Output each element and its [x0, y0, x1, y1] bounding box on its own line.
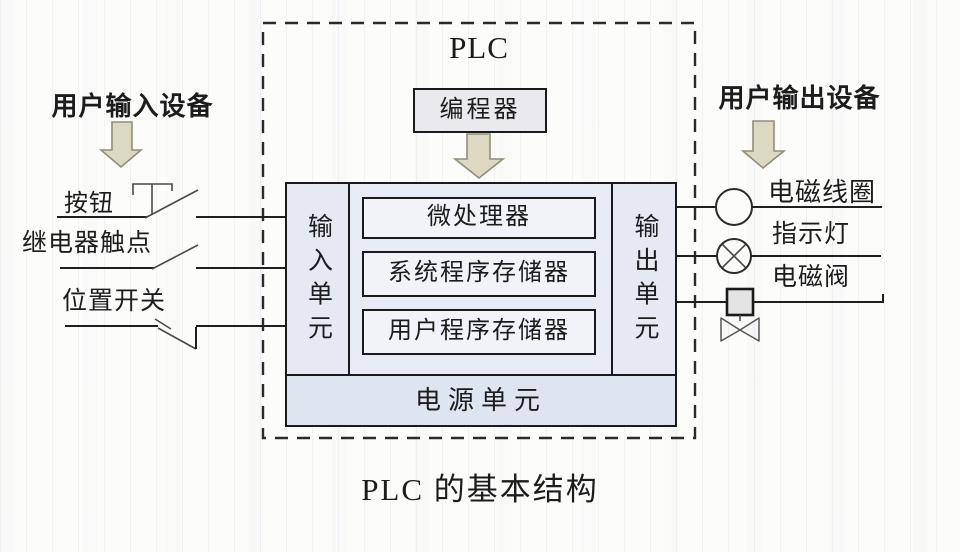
- output-down-arrow-icon: [740, 120, 787, 170]
- position-switch-symbol: [65, 318, 286, 350]
- system-program-memory-box: 系统程序存储器: [362, 251, 596, 297]
- user-input-devices-heading: 用户输入设备: [51, 92, 214, 121]
- input-unit-column: 输入单元: [287, 184, 350, 376]
- input-unit-label: 输入单元: [304, 212, 332, 348]
- programmer-down-arrow-icon: [452, 133, 506, 180]
- microprocessor-box: 微处理器: [362, 197, 596, 239]
- microprocessor-label: 微处理器: [427, 204, 531, 231]
- programmer-box: 编程器: [413, 88, 547, 133]
- plc-main-box: 输入单元 输出单元 微处理器 系统程序存储器 用户程序存储器 电源单元: [285, 182, 677, 427]
- diagram-caption: PLC 的基本结构: [361, 472, 599, 507]
- relay-contact-symbol: [60, 244, 286, 270]
- coil-circle-symbol: [676, 188, 882, 226]
- user-program-memory-label: 用户程序存储器: [388, 318, 570, 345]
- power-unit-row: 电源单元: [287, 374, 675, 425]
- user-output-devices-heading: 用户输出设备: [718, 84, 881, 113]
- output-unit-label: 输出单元: [631, 212, 658, 348]
- button-label: 按钮: [64, 191, 114, 217]
- input-down-arrow-icon: [98, 121, 144, 169]
- system-program-memory-label: 系统程序存储器: [388, 260, 570, 287]
- solenoid-valve-label: 电磁阀: [772, 264, 851, 291]
- plc-dashed-boundary: [261, 21, 697, 440]
- indicator-lamp-symbol: [676, 238, 881, 274]
- programmer-label: 编程器: [439, 96, 521, 123]
- pushbutton-contact-symbol: [57, 183, 286, 219]
- indicator-lamp-label: 指示灯: [772, 221, 851, 248]
- solenoid-valve-symbol: [676, 287, 884, 342]
- power-unit-label: 电源单元: [414, 385, 547, 415]
- position-switch-label: 位置开关: [62, 288, 167, 315]
- user-program-memory-box: 用户程序存储器: [362, 309, 596, 355]
- output-unit-column: 输出单元: [611, 184, 675, 376]
- electromagnetic-coil-label: 电磁线圈: [768, 178, 877, 207]
- relay-contact-label: 继电器触点: [22, 230, 153, 257]
- plc-title: PLC: [449, 30, 509, 65]
